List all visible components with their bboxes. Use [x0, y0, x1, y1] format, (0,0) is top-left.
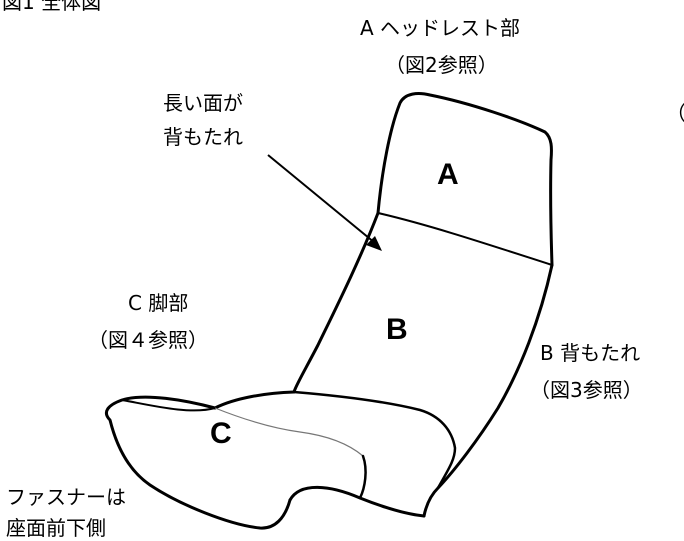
part-c-reference-label: （図４参照） — [88, 328, 208, 352]
part-c-name-label: C 脚部 — [128, 291, 189, 315]
part-b-letter: B — [386, 313, 408, 346]
long-side-note-line1: 長い面が — [163, 91, 243, 115]
pointer-arrow-line — [267, 154, 376, 244]
seat-bottom-edge — [288, 485, 426, 518]
zipper-note-line1: ファスナーは — [6, 485, 126, 509]
front-roll-line — [121, 399, 216, 412]
figure-title: 図1 全体図 — [2, 0, 102, 14]
cushion-top — [292, 390, 457, 490]
seat-outline — [105, 390, 296, 530]
cushion-side — [358, 454, 367, 500]
part-c-letter: C — [210, 417, 232, 450]
headrest-outline — [376, 92, 554, 267]
cut-off-parenthesis: （ — [666, 101, 684, 125]
pointer-arrowhead — [366, 236, 382, 251]
long-side-note-line2: 背もたれ — [163, 125, 243, 149]
seat-fold-line — [214, 407, 364, 457]
part-b-reference-label: （図3参照） — [530, 378, 643, 402]
zipper-note-line2: 座面前下側 — [6, 516, 106, 540]
part-a-letter: A — [437, 158, 459, 191]
backrest-right-edge — [422, 263, 554, 518]
part-b-name-label: B 背もたれ — [540, 341, 641, 365]
backrest-left-edge — [292, 211, 380, 394]
part-a-reference-label: （図2参照） — [385, 53, 498, 77]
headrest-seam — [377, 212, 553, 266]
part-a-name-label: A ヘッドレスト部 — [360, 16, 521, 40]
